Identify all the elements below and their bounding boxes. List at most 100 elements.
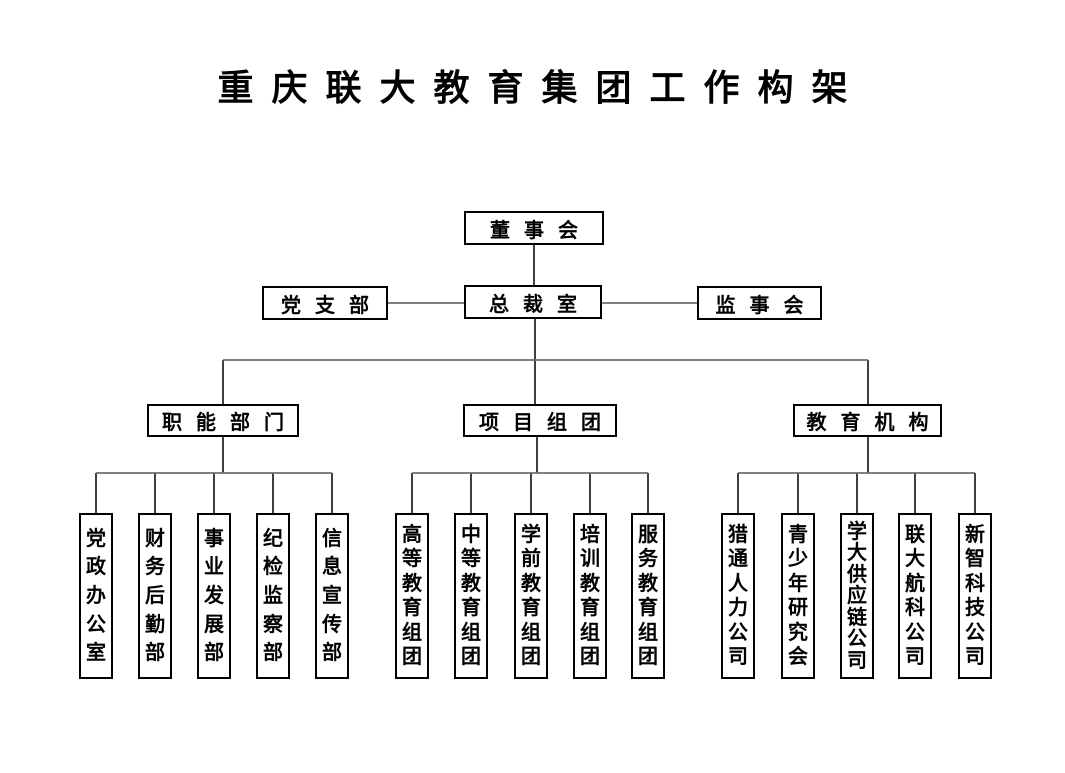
node-label: 监事会 [715,294,818,317]
leaf-node-char: 政 [86,556,106,579]
leaf-node-char: 链 [847,606,867,629]
leaf-node-char: 智 [965,548,985,571]
leaf-node: 学前教育组团 [514,513,548,679]
page-title-text: 重庆联大教育集团工作构架 [217,67,866,108]
leaf-node-char: 大 [905,548,925,571]
leaf-node-char: 公 [728,621,748,644]
leaf-node-char: 高 [402,523,422,546]
leaf-node-char: 教 [638,572,658,595]
leaf-node: 高等教育组团 [395,513,429,679]
leaf-node-char: 事 [204,527,224,550]
leaf-node-char: 财 [145,527,165,550]
leaf-node-char: 团 [638,646,658,669]
node-project-groups: 项目组团 [463,404,617,437]
leaf-node-char: 部 [145,642,165,665]
leaf-node-char: 究 [788,621,808,644]
leaf-node: 联大航科公司 [898,513,932,679]
leaf-node-char: 公 [86,613,106,636]
leaf-node-char: 公 [847,628,867,650]
node-label: 董事会 [490,219,592,242]
leaf-node-char: 息 [322,556,342,579]
leaf-node-char: 等 [402,548,422,571]
leaf-node-char: 应 [847,585,867,607]
leaf-node: 财务后勤部 [138,513,172,679]
leaf-node-char: 青 [788,523,808,546]
leaf-node-char: 宣 [322,584,342,607]
leaf-node-char: 团 [580,646,600,669]
leaf-node-char: 力 [728,597,748,620]
leaf-node-char: 会 [788,646,808,669]
leaf-node-char: 年 [788,572,808,595]
node-party-branch: 党支部 [262,286,388,320]
leaf-node-char: 科 [965,572,985,595]
vertical-connectors [95,245,976,514]
leaf-node: 学大供应链公司 [840,513,874,679]
leaf-node-char: 公 [905,621,925,644]
leaf-node-char: 育 [580,597,600,620]
node-supervisory-board: 监事会 [697,286,822,320]
leaf-node-char: 部 [322,642,342,665]
leaf-node-char: 教 [580,572,600,595]
leaf-node-char: 新 [965,523,985,546]
page-title: 重庆联大教育集团工作构架 [0,60,1065,110]
leaf-node-char: 勤 [145,613,165,636]
leaf-node-char: 组 [402,621,422,644]
leaf-node-char: 组 [461,621,481,644]
leaf-node-char: 学 [847,520,867,543]
leaf-node-char: 前 [521,548,541,571]
leaf-node: 信息宣传部 [315,513,349,679]
leaf-node-char: 研 [788,597,808,620]
leaf-node-char: 猎 [728,523,748,546]
leaf-node-char: 育 [638,597,658,620]
leaf-node-char: 检 [263,556,283,579]
node-functional-departments: 职能部门 [147,404,299,437]
leaf-node-char: 团 [521,646,541,669]
leaf-node-char: 教 [402,572,422,595]
node-label: 职能部门 [162,412,298,434]
node-label: 总裁室 [489,293,591,316]
leaf-node-char: 纪 [263,527,283,550]
leaf-node-char: 培 [580,523,600,546]
leaf-node-char: 技 [965,597,985,620]
leaf-node-char: 育 [402,597,422,620]
leaf-node-char: 航 [905,572,925,595]
leaf-node-char: 团 [402,646,422,669]
leaf-node-char: 训 [580,548,600,571]
leaf-node: 中等教育组团 [454,513,488,679]
leaf-node-char: 司 [905,646,925,669]
leaf-node-char: 业 [204,556,224,579]
leaf-node-char: 少 [788,548,808,571]
node-board-of-directors: 董事会 [464,211,604,245]
leaf-node-char: 学 [521,523,541,546]
leaf-node-char: 教 [461,572,481,595]
leaf-node: 猎通人力公司 [721,513,755,679]
leaf-node-char: 司 [847,649,867,672]
leaf-node-char: 监 [263,584,283,607]
leaf-node-char: 察 [263,613,283,636]
leaf-node-char: 务 [638,548,658,571]
leaf-node: 服务教育组团 [631,513,665,679]
leaf-node-char: 务 [145,556,165,579]
leaf-node-char: 人 [728,572,748,595]
node-president-office: 总裁室 [464,285,602,319]
leaf-node-char: 司 [728,646,748,669]
leaf-node-char: 后 [145,584,165,607]
leaf-node-char: 等 [461,548,481,571]
leaf-node-char: 司 [965,646,985,669]
leaf-node-char: 室 [86,642,106,665]
leaf-node-char: 部 [204,642,224,665]
leaf-node-char: 组 [521,621,541,644]
node-label: 教育机构 [806,412,943,434]
leaf-node-char: 发 [204,584,224,607]
leaf-node-char: 党 [86,527,106,550]
leaf-node-char: 大 [847,542,867,564]
leaf-node: 新智科技公司 [958,513,992,679]
leaf-node-char: 服 [638,523,658,546]
leaf-node-char: 组 [638,621,658,644]
leaf-node-char: 育 [461,597,481,620]
leaf-node-char: 中 [461,523,481,546]
leaf-node-char: 教 [521,572,541,595]
leaf-node-char: 联 [905,523,925,546]
